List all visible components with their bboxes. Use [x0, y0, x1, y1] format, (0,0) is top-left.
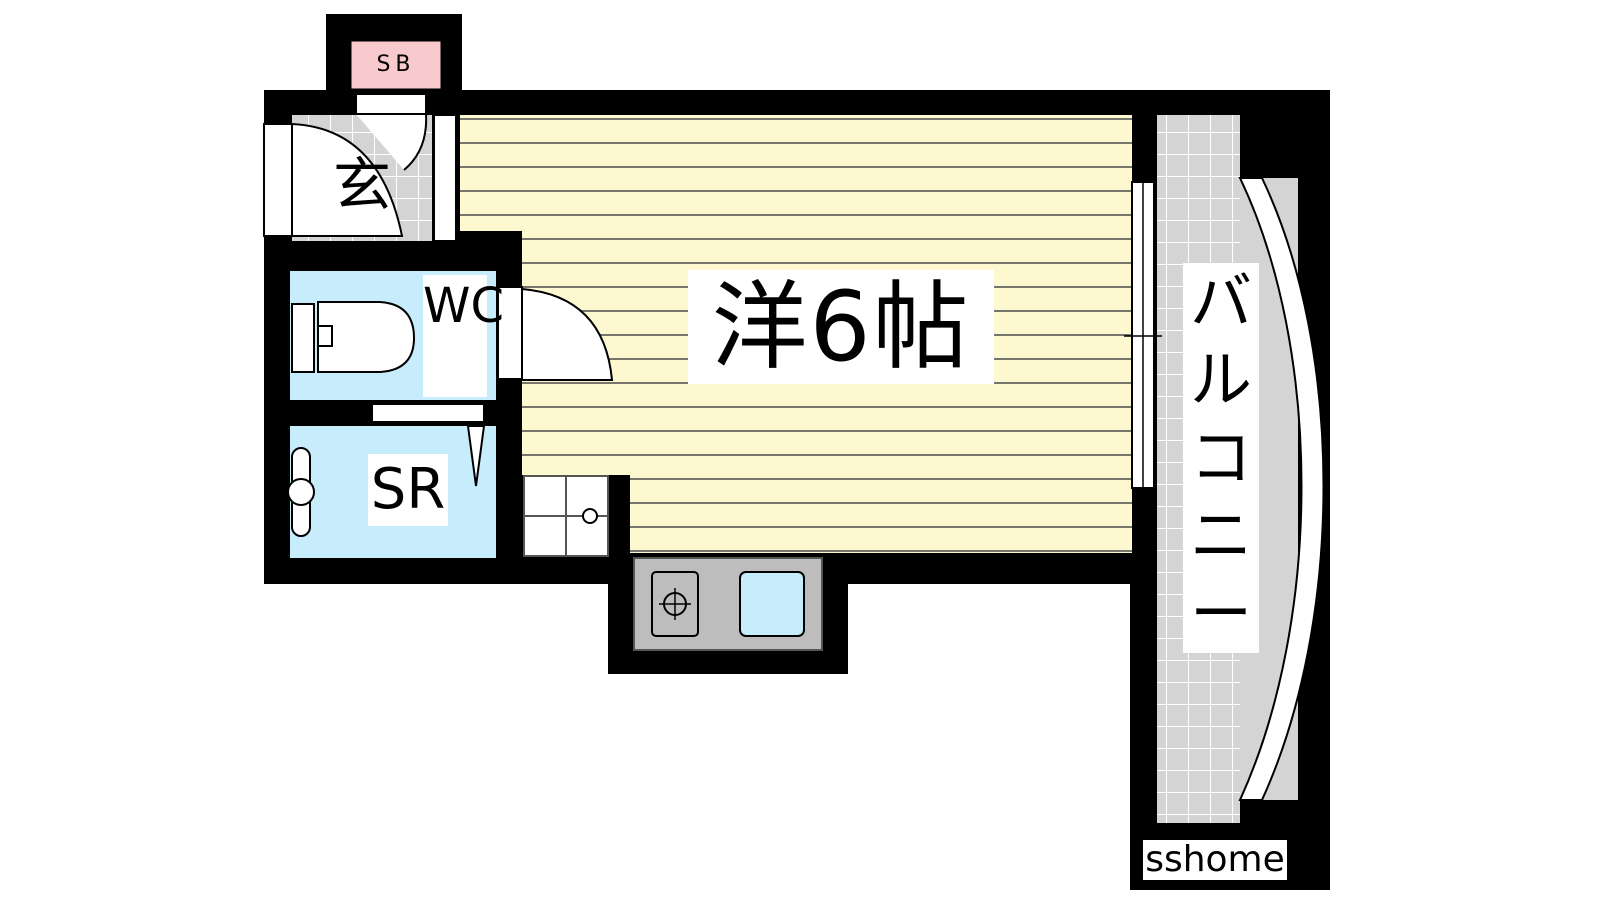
washer-drain-icon: [582, 508, 598, 524]
entrance-step: [433, 114, 457, 242]
shoe-box-door-swing: [356, 113, 428, 171]
toilet-tank: [291, 303, 315, 373]
watermark-text: sshome: [1143, 840, 1287, 880]
toilet-label: WC: [423, 275, 504, 397]
balcony-label: バルコニー: [1183, 263, 1259, 653]
entrance-label: 玄: [332, 151, 391, 219]
toilet-seat-hinge: [317, 325, 333, 347]
main-room-label: 洋6帖: [688, 270, 994, 384]
shoe-box-door: [355, 93, 427, 115]
balcony-corner-top: [1240, 90, 1330, 178]
toilet-bowl-icon: [317, 301, 416, 373]
shoe-box-label: SB: [361, 50, 431, 80]
entrance-door-frame: [263, 123, 293, 237]
kitchen-sink: [739, 571, 805, 637]
storage-room-label: SR: [368, 454, 448, 526]
entrance-door-swing: [291, 122, 404, 237]
storage-divider: [371, 403, 485, 423]
room-main-floor-corner: [630, 475, 1132, 553]
storage-door-leaf: [466, 425, 486, 487]
room-main-floor: [460, 115, 1132, 231]
storage-hanger-knob: [287, 478, 315, 506]
toilet-door-swing: [521, 287, 614, 381]
